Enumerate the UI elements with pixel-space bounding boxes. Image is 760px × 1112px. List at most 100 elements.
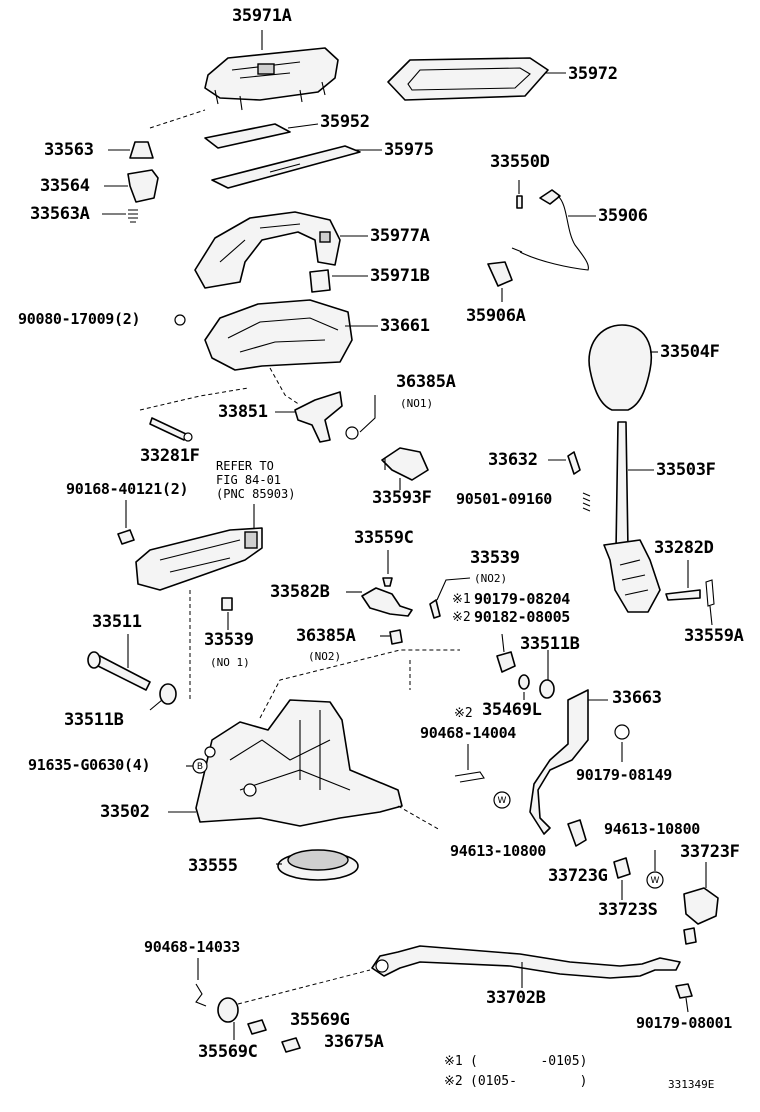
reference-line-2: FIG 84-01 [216,473,282,487]
label-90168-40121: 90168-40121(2) [66,480,189,498]
label-91635-G0630: 91635-G0630(4) [28,756,151,774]
note-33539-no2: (NO2) [474,572,508,585]
footnote-2-text: (0105- ) [470,1074,588,1089]
label-35971A: 35971A [232,6,292,26]
shift-lever-knob-part [588,324,715,626]
label-90080-17009: 90080-17009(2) [18,310,141,328]
label-33555: 33555 [188,856,238,876]
label-90468-14033: 90468-14033 [144,938,241,956]
label-33563: 33563 [44,140,94,160]
pin-spring-part [548,451,591,512]
note-36385A-no1: (NO1) [400,397,434,410]
clip-part-90468-14004 [454,744,485,783]
label-90501-09160: 90501-09160 [456,490,553,508]
reference-line-3: (PNC 85903) [216,487,296,501]
label-35469L: 35469L [482,700,542,720]
clip-part-35971B [309,269,368,293]
figure-id: 331349E [668,1078,715,1091]
label-33663: 33663 [612,688,662,708]
fastener-parts-left [102,109,206,223]
bushing-parts-33723 [567,819,719,945]
slide-plate-part [211,145,382,189]
label-33723G: 33723G [548,866,608,886]
label-33593F: 33593F [372,488,432,508]
note-mark-2-b: ※2 [454,706,473,721]
label-33511B-left: 33511B [64,710,124,730]
shift-base-part [168,649,460,831]
label-35906: 35906 [598,206,648,226]
shift-lock-unit-part [135,504,263,700]
label-90179-08204: 90179-08204 [474,590,571,608]
label-33723F: 33723F [680,842,740,862]
label-33550D: 33550D [490,152,550,172]
label-33661: 33661 [380,316,430,336]
label-90179-08149: 90179-08149 [576,766,673,784]
label-33539-no2: 33539 [470,548,520,568]
label-33504F: 33504F [660,342,720,362]
pivot-pin-part [87,634,177,711]
marker-w-text-1: W [498,796,507,806]
note-36385A-no2: (NO2) [308,650,342,663]
lever-part-33593F [381,447,429,490]
label-35972: 35972 [568,64,618,84]
control-rod-part [371,945,693,1013]
label-35971B: 35971B [370,266,430,286]
reference-line-1: REFER TO [216,459,274,473]
label-90179-08001: 90179-08001 [636,1014,733,1032]
note-33539-no1: (NO 1) [210,656,250,669]
footnote-1-mark: ※1 [444,1054,463,1069]
label-35975: 35975 [384,140,434,160]
control-lever-part [496,633,630,835]
label-35569C: 35569C [198,1042,258,1062]
label-33559C: 33559C [354,528,414,548]
label-33582B: 33582B [270,582,330,602]
label-90182-08005: 90182-08005 [474,608,571,626]
plate-part-35952 [204,123,319,149]
marker-b-text: B [197,762,203,772]
label-36385A: 36385A [396,372,456,392]
bushing-part-36385A [345,395,376,440]
label-33511B-right: 33511B [520,634,580,654]
footnote-1-text: ( -0105) [470,1054,588,1069]
label-33511: 33511 [92,612,142,632]
label-90468-14004: 90468-14004 [420,724,517,742]
label-33502: 33502 [100,802,150,822]
label-33723S: 33723S [598,900,658,920]
footnote-2-mark: ※2 [444,1074,463,1089]
label-94613-10800-left: 94613-10800 [450,842,547,860]
bolt-part-33281F [139,387,249,442]
clip-part-33539-no1 [221,597,233,630]
bolt-part-90168 [117,500,135,545]
boot-part-33555 [276,849,359,881]
console-cover-part [194,211,368,289]
note-mark-1: ※1 [452,592,471,607]
label-35952: 35952 [320,112,370,132]
label-33675A: 33675A [324,1032,384,1052]
label-33503F: 33503F [656,460,716,480]
label-33282D: 33282D [654,538,714,558]
wire-harness-part [487,180,596,302]
bolt-marker-b: B [186,758,208,774]
label-33851: 33851 [218,402,268,422]
label-33559A: 33559A [684,626,744,646]
label-94613-10800-right: 94613-10800 [604,820,701,838]
label-35977A: 35977A [370,226,430,246]
label-33632: 33632 [488,450,538,470]
label-36385A-no2: 36385A [296,626,356,646]
marker-w-text-2: W [651,876,660,886]
label-33281F: 33281F [140,446,200,466]
label-35906A: 35906A [466,306,526,326]
label-35569G: 35569G [290,1010,350,1030]
note-mark-2: ※2 [452,610,471,625]
label-33539-no1: 33539 [204,630,254,650]
bezel-frame-part [387,57,566,101]
label-33564: 33564 [40,176,90,196]
label-33702B: 33702B [486,988,546,1008]
indicator-housing-part [204,30,339,111]
label-33563A: 33563A [30,204,90,224]
shift-retainer-part [174,299,378,406]
bracket-part-33851 [275,391,343,443]
rod-end-parts [195,958,371,1053]
center-small-parts [346,550,471,645]
